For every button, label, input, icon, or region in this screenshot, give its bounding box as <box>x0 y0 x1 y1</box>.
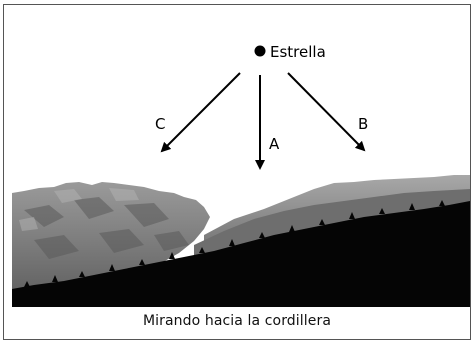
arrow-b-label: B <box>358 115 368 133</box>
arrow-c <box>160 72 241 153</box>
mountain-scene: Estrella C A B <box>4 43 470 339</box>
forest-slope <box>12 201 470 307</box>
star-label: Estrella <box>270 43 326 61</box>
star-dot <box>254 45 266 57</box>
arrow-b <box>287 72 366 152</box>
figure-frame: Estrella C A B Mirando hacia la cordille… <box>3 4 471 340</box>
caption-band <box>4 307 470 339</box>
arrow-c-label: C <box>155 115 165 133</box>
arrow-a-label: A <box>269 135 280 153</box>
tree-line <box>24 200 445 287</box>
rock-texture <box>24 197 189 259</box>
rock-highlights <box>19 188 139 231</box>
figure-caption: Mirando hacia la cordillera <box>142 313 332 329</box>
